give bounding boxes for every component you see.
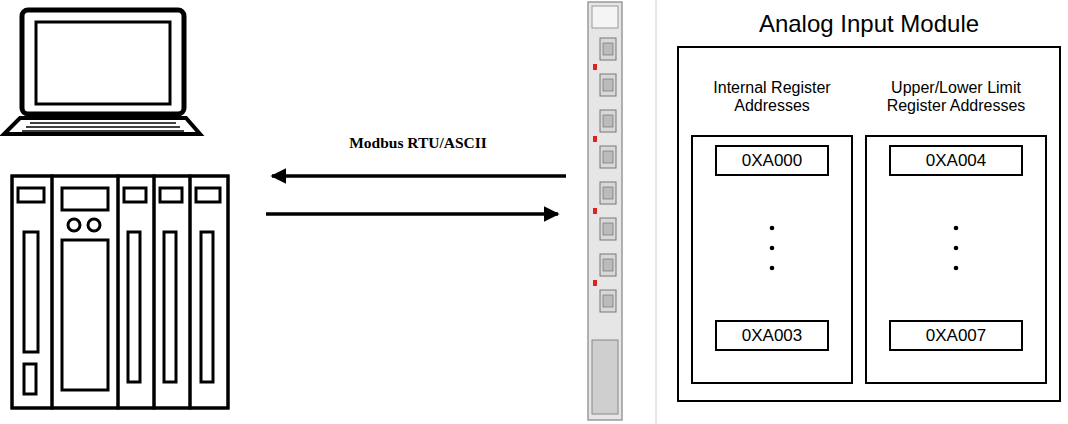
group-heading: Upper/Lower Limit Register Addresses [868, 79, 1044, 116]
keyboard-line [30, 122, 176, 124]
laptop-icon [4, 10, 200, 134]
terminal-screw [603, 79, 613, 91]
status-led [593, 64, 597, 70]
terminal-screw [603, 115, 613, 127]
plc-icon [12, 176, 228, 408]
keyboard-line [22, 130, 184, 132]
protocol-label: Modbus RTU/ASCII [349, 134, 487, 152]
terminal-screw [603, 43, 613, 55]
terminal-screw [603, 259, 613, 271]
group-heading: Analog Input Module [759, 10, 979, 38]
group-heading: Internal Register Addresses [694, 79, 850, 116]
continuation-dots [770, 226, 959, 271]
keyboard-line [26, 126, 180, 128]
module-box: Analog Input ModuleInternal Register Add… [677, 4, 1061, 402]
address-text: 0XA004 [926, 151, 987, 171]
terminal-screw [603, 151, 613, 163]
arrow-to-module [266, 212, 558, 216]
address-box: 0XA003 [715, 320, 829, 351]
terminal [600, 146, 616, 168]
register-group: Internal Register Addresses 0XA000 0XA003 [691, 64, 853, 384]
address-box: 0XA007 [889, 320, 1023, 351]
separator-line [656, 0, 657, 424]
module-icon [588, 2, 622, 420]
status-led [593, 136, 597, 142]
address-box: 0XA004 [889, 145, 1023, 176]
terminal [600, 290, 616, 312]
terminal-screw [603, 295, 613, 307]
address-box: 0XA000 [715, 145, 829, 176]
terminal [600, 182, 616, 204]
terminal-screw [603, 223, 613, 235]
address-text: 0XA003 [742, 326, 803, 346]
terminal [600, 254, 616, 276]
status-led [593, 280, 597, 286]
terminal [600, 110, 616, 132]
terminal-screw [603, 187, 613, 199]
register-group: Upper/Lower Limit Register Addresses 0XA0… [865, 64, 1047, 384]
terminal [600, 38, 616, 60]
heading-area: Upper/Lower Limit Register Addresses [865, 64, 1047, 130]
arrow-to-controller [272, 174, 566, 178]
heading-area: Internal Register Addresses [691, 64, 853, 130]
terminal [600, 74, 616, 96]
heading-area: Analog Input Module [677, 4, 1061, 44]
terminal [600, 218, 616, 240]
address-text: 0XA000 [742, 151, 803, 171]
address-text: 0XA007 [926, 326, 987, 346]
status-led [593, 208, 597, 214]
